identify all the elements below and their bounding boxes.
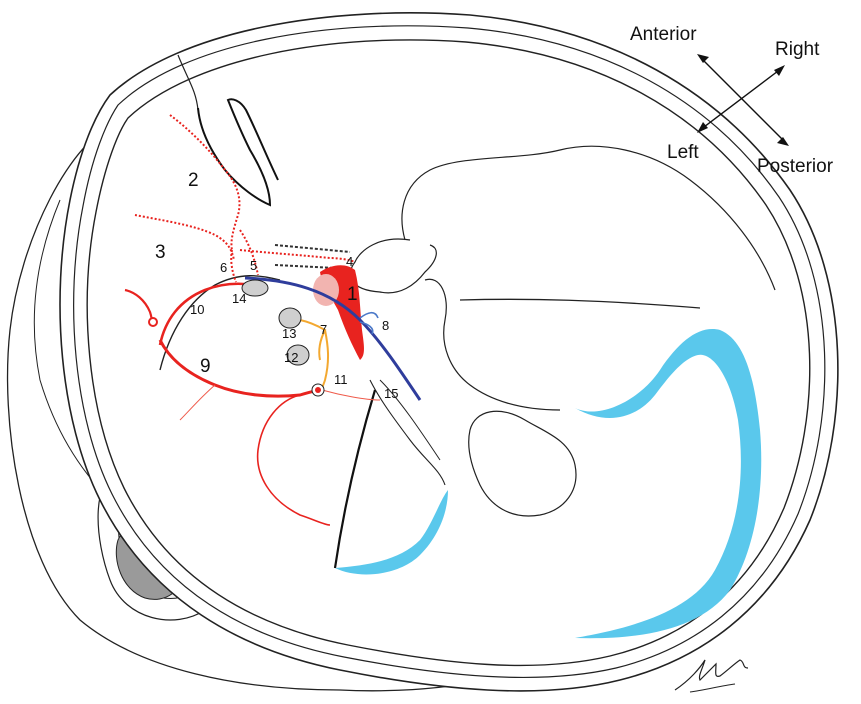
label-9: 9 — [200, 356, 211, 377]
label-2: 2 — [188, 170, 199, 191]
orientation-left: Left — [667, 142, 699, 163]
label-5: 5 — [250, 258, 257, 273]
label-11: 11 — [334, 372, 348, 387]
structure-11-dot — [315, 387, 321, 393]
label-1: 1 — [347, 284, 358, 305]
label-10: 10 — [190, 302, 204, 317]
label-6: 6 — [220, 260, 227, 275]
label-3: 3 — [155, 242, 166, 263]
signature-icon — [675, 660, 748, 692]
label-4: 4 — [346, 254, 353, 269]
orientation-right: Right — [775, 39, 820, 60]
orientation-anterior: Anterior — [630, 24, 697, 45]
label-8: 8 — [382, 318, 389, 333]
label-15: 15 — [384, 386, 398, 401]
label-14: 14 — [232, 291, 246, 306]
artery-stub-left — [149, 318, 157, 326]
structure-13 — [279, 308, 301, 328]
label-13: 13 — [282, 326, 296, 341]
orientation-posterior: Posterior — [757, 156, 834, 177]
label-7: 7 — [320, 322, 327, 337]
label-12: 12 — [284, 350, 298, 365]
